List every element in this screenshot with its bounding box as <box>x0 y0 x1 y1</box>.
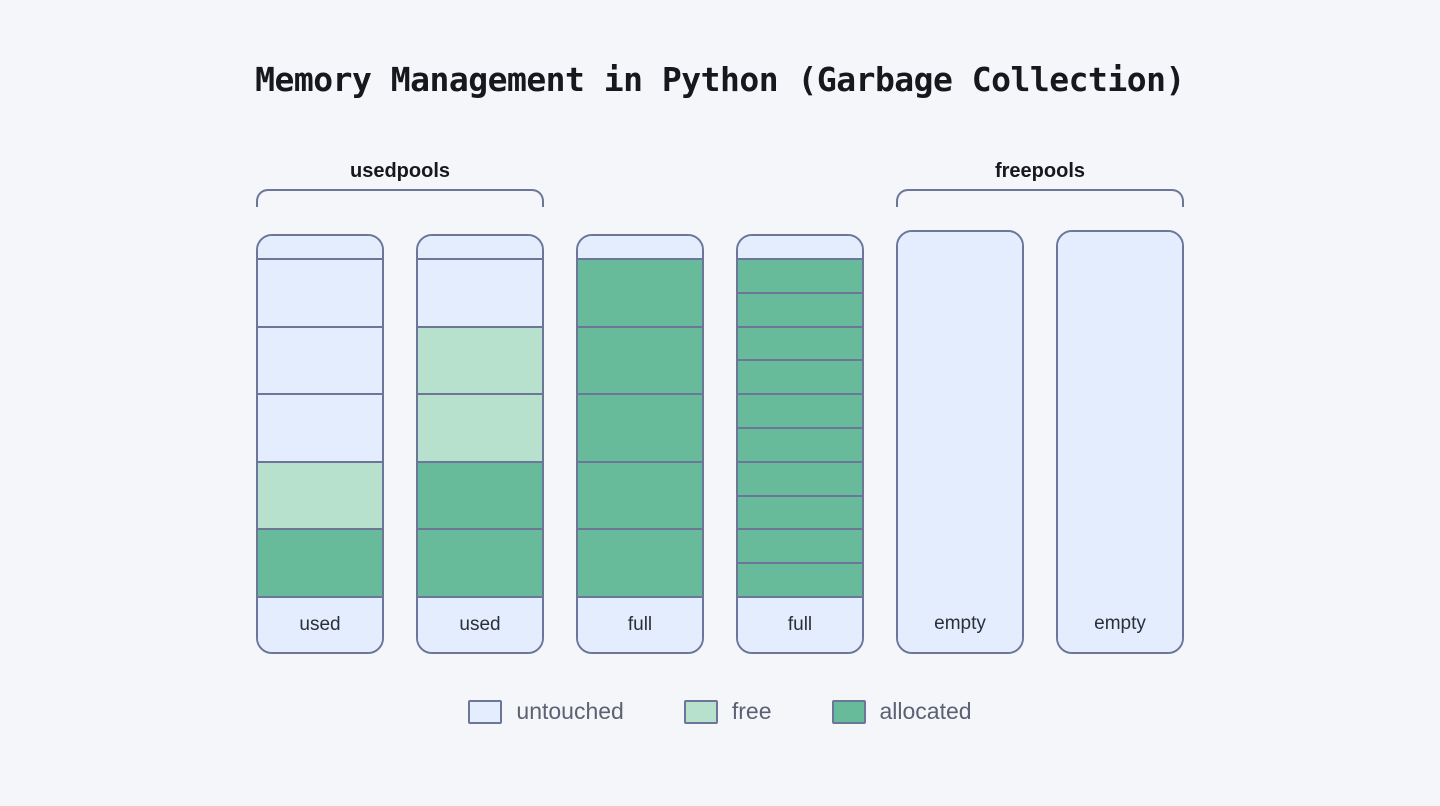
pool-2-status-label: used <box>418 596 542 652</box>
pool-4-slot-10[interactable] <box>738 562 862 596</box>
pool-2[interactable]: used <box>416 234 544 654</box>
legend-swatch-allocated-icon <box>831 699 866 724</box>
pool-4-slot-1[interactable] <box>738 258 862 292</box>
pool-4-slot-9[interactable] <box>738 528 862 563</box>
pool-3-slot-4[interactable] <box>578 460 702 529</box>
pool-1-slot-1[interactable] <box>258 258 382 326</box>
pool-3-slots <box>578 258 702 596</box>
pool-3-status-label: full <box>578 596 702 652</box>
pool-3-slot-3[interactable] <box>578 393 702 461</box>
pool-6-status-label: empty <box>1058 596 1182 652</box>
pool-4-status-label: full <box>738 596 862 652</box>
pool-3-slot-1[interactable] <box>578 258 702 326</box>
pool-4[interactable]: full <box>736 234 864 654</box>
pool-5[interactable]: empty <box>896 230 1024 654</box>
pool-2-slot-2[interactable] <box>418 325 542 394</box>
pool-4-slot-3[interactable] <box>738 325 862 360</box>
legend-item-free: free <box>683 698 772 725</box>
pool-4-slot-6[interactable] <box>738 426 862 461</box>
legend-label-allocated: allocated <box>879 698 972 724</box>
legend-label-free: free <box>731 698 772 724</box>
pool-2-slot-1[interactable] <box>418 258 542 326</box>
pool-2-slots <box>418 258 542 596</box>
pool-4-slot-5[interactable] <box>738 393 862 427</box>
pool-2-slot-4[interactable] <box>418 460 542 529</box>
pool-2-cap <box>418 236 542 258</box>
pool-3[interactable]: full <box>576 234 704 654</box>
pool-5-status-label: empty <box>898 596 1022 652</box>
pool-1-slot-4[interactable] <box>258 460 382 529</box>
pool-2-slot-5[interactable] <box>418 528 542 596</box>
bracket-usedpools <box>256 189 544 207</box>
pool-1-slots <box>258 258 382 596</box>
pool-3-slot-2[interactable] <box>578 325 702 394</box>
group-label-usedpools: usedpools <box>349 160 450 182</box>
pool-1-slot-3[interactable] <box>258 393 382 461</box>
pool-6[interactable]: empty <box>1056 230 1184 654</box>
pool-5-body <box>898 232 1022 596</box>
bracket-freepools <box>896 189 1184 207</box>
legend: untouched free allocated <box>0 698 1440 725</box>
pool-1-cap <box>258 236 382 258</box>
pool-4-slot-7[interactable] <box>738 460 862 495</box>
pool-3-cap <box>578 236 702 258</box>
legend-item-untouched: untouched <box>468 698 624 725</box>
pool-1-status-label: used <box>258 596 382 652</box>
pool-1-slot-5[interactable] <box>258 528 382 596</box>
pool-4-slot-2[interactable] <box>738 291 862 326</box>
pool-4-slots <box>738 258 862 596</box>
pool-4-slot-4[interactable] <box>738 359 862 394</box>
pool-1[interactable]: used <box>256 234 384 654</box>
legend-label-untouched: untouched <box>516 698 624 724</box>
pool-6-body <box>1058 232 1182 596</box>
group-label-freepools: freepools <box>994 160 1086 182</box>
pool-4-cap <box>738 236 862 258</box>
legend-swatch-free-icon <box>683 699 718 724</box>
page-title: Memory Management in Python (Garbage Col… <box>255 60 1185 99</box>
pool-2-slot-3[interactable] <box>418 393 542 461</box>
pool-4-slot-8[interactable] <box>738 494 862 529</box>
pool-3-slot-5[interactable] <box>578 528 702 596</box>
legend-swatch-untouched-icon <box>468 699 503 724</box>
pool-1-slot-2[interactable] <box>258 325 382 394</box>
legend-item-allocated: allocated <box>831 698 972 725</box>
